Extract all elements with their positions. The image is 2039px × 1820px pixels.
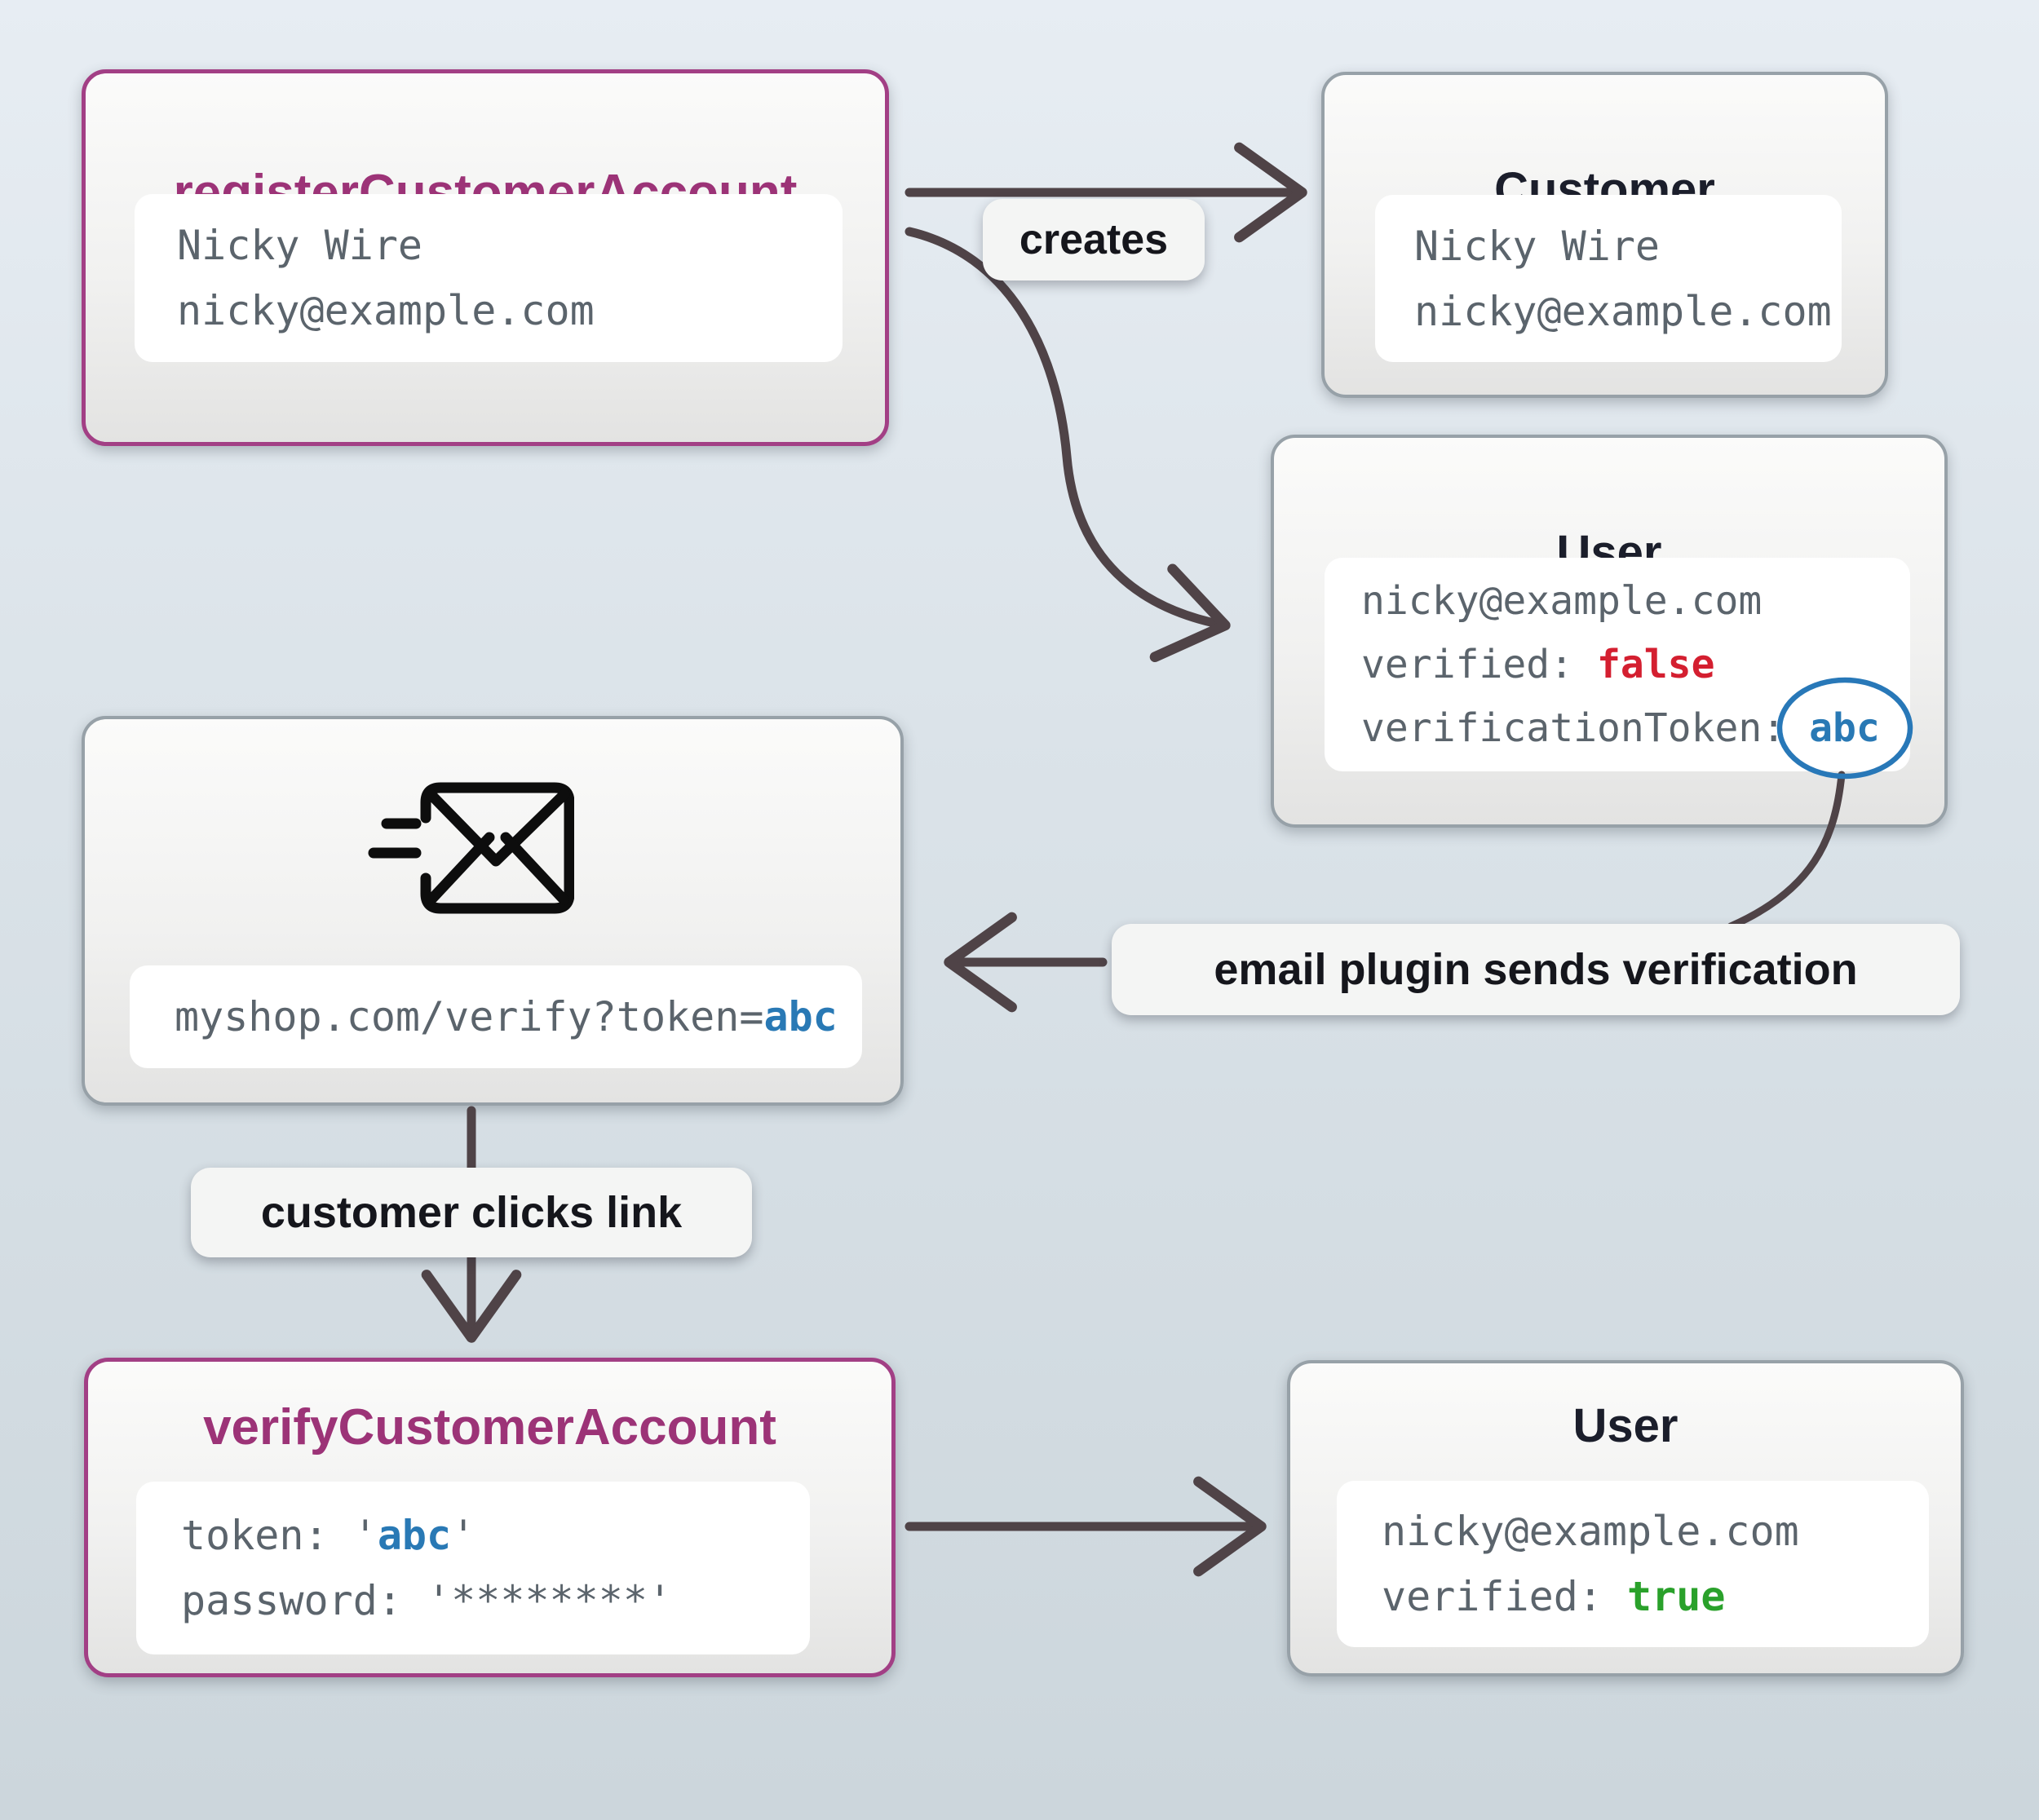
customer-name-text: Nicky Wire xyxy=(1414,222,1661,270)
open-quote: ' xyxy=(352,1512,378,1559)
node-title: User xyxy=(1572,1399,1679,1452)
verify-payload: token:'abc' password:'********' xyxy=(136,1482,810,1654)
customer-clicks-label: customer clicks link xyxy=(191,1168,752,1257)
password-value: ******** xyxy=(451,1577,648,1624)
token-value: abc xyxy=(1809,705,1880,751)
close-quote: ' xyxy=(451,1512,476,1559)
customer-email-text: nicky@example.com xyxy=(1414,287,1832,335)
user-record: nicky@example.com verified: true xyxy=(1337,1481,1929,1647)
user-email-text: nicky@example.com xyxy=(1382,1508,1799,1555)
token-value: abc xyxy=(377,1512,452,1559)
password-label: password: xyxy=(181,1577,402,1624)
verify-customer-account-node: verifyCustomerAccount token:'abc' passwo… xyxy=(84,1358,896,1677)
user-verified-node: User nicky@example.com verified: true xyxy=(1287,1360,1964,1676)
register-payload: Nicky Wire nicky@example.com xyxy=(135,194,843,362)
email-plugin-label: email plugin sends verification xyxy=(1112,924,1960,1015)
email-send-icon xyxy=(368,782,574,914)
email-node: myshop.com/verify?token=abc xyxy=(82,716,904,1106)
user-record: nicky@example.com verified: false verific… xyxy=(1325,558,1910,771)
customer-email-text: nicky@example.com xyxy=(177,287,595,334)
user-verified-row: verified: false xyxy=(1361,633,1910,696)
token-row: token: 'abc' xyxy=(181,1503,810,1568)
verification-url-text: myshop.com/verify?token=abc xyxy=(175,984,862,1049)
verified-value-false: false xyxy=(1596,642,1715,687)
arrow-register-to-user xyxy=(905,227,1231,662)
verified-label: verified: xyxy=(1361,642,1574,687)
open-quote: ' xyxy=(427,1577,452,1624)
user-unverified-node: User nicky@example.com verified:false ve… xyxy=(1271,435,1948,828)
customer-name-text: Nicky Wire xyxy=(177,222,423,269)
user-email-text: nicky@example.com xyxy=(1361,578,1763,624)
verified-label: verified: xyxy=(1382,1573,1603,1620)
close-quote: ' xyxy=(647,1577,673,1624)
token-label: token: xyxy=(181,1512,329,1559)
verification-link: myshop.com/verify?token=abc xyxy=(130,965,862,1068)
node-title: verifyCustomerAccount xyxy=(203,1399,776,1456)
url-token: abc xyxy=(763,993,838,1040)
user-verified-row: verified: true xyxy=(1382,1564,1929,1629)
url-prefix: myshop.com/verify?token= xyxy=(175,993,764,1040)
creates-label: creates xyxy=(983,199,1205,281)
customer-node: Customer Nicky Wire nicky@example.com xyxy=(1321,72,1888,398)
customer-record: Nicky Wire nicky@example.com xyxy=(1375,195,1842,362)
token-label: verificationToken: xyxy=(1361,705,1786,751)
register-customer-account-node: registerCustomerAccount Nicky Wire nicky… xyxy=(82,69,889,446)
password-row: password: '********' xyxy=(181,1568,810,1633)
user-token-row: verificationToken: abc xyxy=(1361,696,1910,760)
verified-value-true: true xyxy=(1627,1573,1726,1620)
